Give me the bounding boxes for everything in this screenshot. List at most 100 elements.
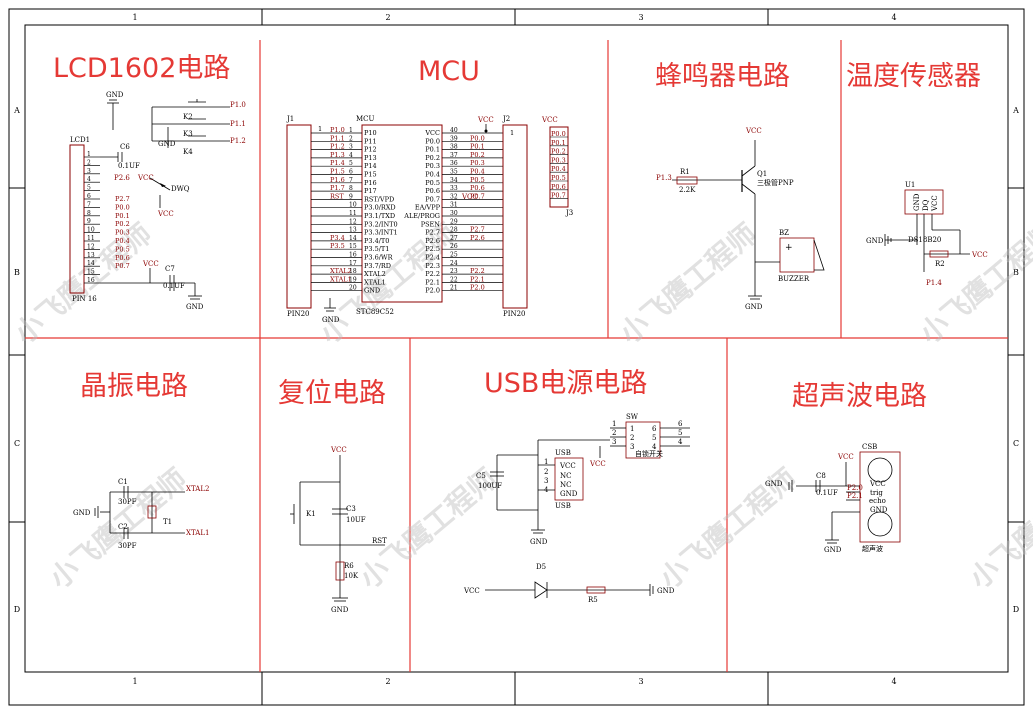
mcu-vcc-label: VCC bbox=[477, 116, 494, 124]
frame-labels: 1 2 3 4 1 2 3 4 A B C D A B C D bbox=[13, 13, 1019, 686]
title-temperature-sensor: 温度传感器 bbox=[846, 61, 981, 92]
row-label-right-c: C bbox=[1013, 439, 1019, 448]
lcd-part: PIN 16 bbox=[72, 295, 97, 303]
c7-value: 0.1UF bbox=[163, 282, 185, 290]
u1-pin-vcc: VCC bbox=[931, 195, 939, 212]
mcu-right-pin-name: P2.0 bbox=[425, 287, 440, 295]
csb-vcc: VCC bbox=[837, 453, 854, 461]
j3-ref: J3 bbox=[565, 209, 573, 217]
title-mcu: MCU bbox=[418, 56, 480, 87]
sw-out-6: 6 bbox=[678, 420, 683, 428]
mcu-right-net: P0.7 bbox=[470, 192, 485, 200]
lcd-pin-net: P0.5 bbox=[115, 245, 130, 253]
q1-ref: Q1 bbox=[757, 170, 767, 178]
c2-value: 30PF bbox=[118, 542, 137, 550]
ultrasonic-labels: CSB 超声波 VCC trig echo GND P2.0 P2.1 C8 0… bbox=[765, 443, 888, 554]
mcu-right-pin-name: P0.6 bbox=[425, 187, 440, 195]
q1-part: 三极管PNP bbox=[757, 178, 794, 187]
mcu-right-pin-number: 27 bbox=[450, 235, 458, 242]
mcu-right-net: P0.0 bbox=[470, 134, 485, 142]
r5-ref: R5 bbox=[588, 596, 598, 604]
col-label-bottom-3: 3 bbox=[638, 677, 643, 686]
mcu-right-pin-name: P0.5 bbox=[425, 179, 440, 187]
mcu-left-pin-number: 5 bbox=[349, 160, 353, 167]
mcu-right-pin-name: P0.2 bbox=[425, 154, 440, 162]
csb-gnd-bottom: GND bbox=[824, 546, 842, 554]
col-label-bottom-4: 4 bbox=[891, 677, 896, 686]
c1-ref: C1 bbox=[118, 478, 128, 486]
r6-value: 10K bbox=[344, 572, 359, 580]
lcd-keys bbox=[151, 99, 230, 148]
sw-out-4: 4 bbox=[678, 438, 683, 446]
lcd-pin-rows: 12345678910111213141516P2.7P0.0P0.1P0.2P… bbox=[84, 151, 130, 284]
sw-pin-6: 6 bbox=[652, 425, 657, 433]
col-label-top-4: 4 bbox=[891, 13, 896, 22]
c2-ref: C2 bbox=[118, 523, 128, 531]
key-net-p10: P1.0 bbox=[230, 101, 246, 109]
usb-pin-nc1: NC bbox=[560, 472, 571, 480]
usb-pin-gnd: GND bbox=[560, 490, 578, 498]
csb-pin-vcc: VCC bbox=[869, 480, 886, 488]
keys-gnd-label: GND bbox=[158, 140, 176, 148]
title-reset: 复位电路 bbox=[278, 378, 386, 409]
mcu-left-pin-name: P3.0/RXD bbox=[364, 204, 396, 212]
j3-pin-net: P0.0 bbox=[551, 130, 566, 138]
mcu-left-net: P1.7 bbox=[330, 184, 345, 192]
mcu-left-net: P3.5 bbox=[330, 242, 345, 250]
c7-label: C7 bbox=[165, 265, 175, 273]
mcu-left-pin-name: P3.6/WR bbox=[364, 254, 394, 262]
row-label-right-b: B bbox=[1013, 268, 1019, 277]
sw-pin-3: 3 bbox=[630, 443, 634, 451]
temp-gnd: GND bbox=[866, 237, 884, 245]
mcu-left-pin-number: 18 bbox=[349, 268, 357, 275]
mcu-right-pin-number: 28 bbox=[450, 227, 458, 234]
lcd-pin-net: P0.2 bbox=[115, 220, 130, 228]
mcu-left-pin-number: 8 bbox=[349, 185, 353, 192]
lcd-pin-number: 4 bbox=[87, 176, 91, 183]
mcu-left-net: P1.4 bbox=[330, 159, 345, 167]
mcu-right-net: P0.3 bbox=[470, 159, 485, 167]
col-label-bottom-1: 1 bbox=[132, 677, 137, 686]
mcu-right-pin-number: 23 bbox=[450, 268, 458, 275]
usb-sw-vcc: VCC bbox=[589, 460, 606, 468]
row-label-left-d: D bbox=[14, 605, 20, 614]
lcd-circuit: LCD1 PIN 16 12345678910111213141516P2.7P… bbox=[69, 91, 246, 311]
lcd-vcc-label: VCC bbox=[142, 260, 159, 268]
mcu-right-pin-name: P2.5 bbox=[425, 245, 440, 253]
mcu-left-pin-number: 10 bbox=[349, 202, 357, 209]
usb-pin-nc2: NC bbox=[560, 481, 571, 489]
col-label-top-3: 3 bbox=[638, 13, 643, 22]
mcu-left-net: P1.2 bbox=[330, 143, 345, 151]
mcu-left-pin-number: 4 bbox=[349, 152, 353, 159]
c6-value: 0.1UF bbox=[118, 162, 140, 170]
mcu-right-pin-number: 26 bbox=[450, 243, 458, 250]
j2-pin1: 1 bbox=[510, 129, 514, 137]
title-lcd1602: LCD1602电路 bbox=[53, 53, 230, 84]
c3-value: 10UF bbox=[346, 516, 366, 524]
mcu-right-pin-number: 39 bbox=[450, 135, 458, 142]
watermark-1: 小飞鹰工程师 bbox=[8, 217, 158, 350]
watermark-3: 小飞鹰工程师 bbox=[613, 217, 763, 350]
bz-part: BUZZER bbox=[778, 275, 810, 283]
sw-lead-1: 1 bbox=[612, 420, 616, 428]
temp-labels: U1 GND DQ VCC DS18B20 R2 P1.4 VCC GND bbox=[866, 181, 988, 287]
mcu-chip-part: STC89C52 bbox=[356, 308, 394, 316]
j3-pin-net: P0.1 bbox=[551, 139, 566, 147]
mcu-right-pin-name: P0.4 bbox=[425, 171, 440, 179]
mcu-right-pin-name: P2.4 bbox=[425, 254, 440, 262]
mcu-left-pin-name: P15 bbox=[364, 171, 377, 179]
mcu-right-pin-name: ALE/PROG bbox=[403, 212, 440, 220]
sw-ref: SW bbox=[626, 413, 639, 421]
mcu-left-pin-number: 17 bbox=[349, 260, 357, 267]
lcd-gnd-label: GND bbox=[106, 91, 124, 99]
mcu-right-net: P0.4 bbox=[470, 168, 485, 176]
crystal-circuit bbox=[94, 486, 185, 539]
reset-gnd: GND bbox=[331, 606, 349, 614]
mcu-right-pin-number: 35 bbox=[450, 169, 458, 176]
title-ultrasonic: 超声波电路 bbox=[792, 381, 927, 412]
u1-part: DS18B20 bbox=[908, 236, 941, 244]
lcd-pin-number: 9 bbox=[87, 218, 91, 225]
sw-pin-2: 2 bbox=[630, 434, 634, 442]
j2-ref: J2 bbox=[502, 115, 510, 123]
mcu-right-net: P0.2 bbox=[470, 151, 485, 159]
